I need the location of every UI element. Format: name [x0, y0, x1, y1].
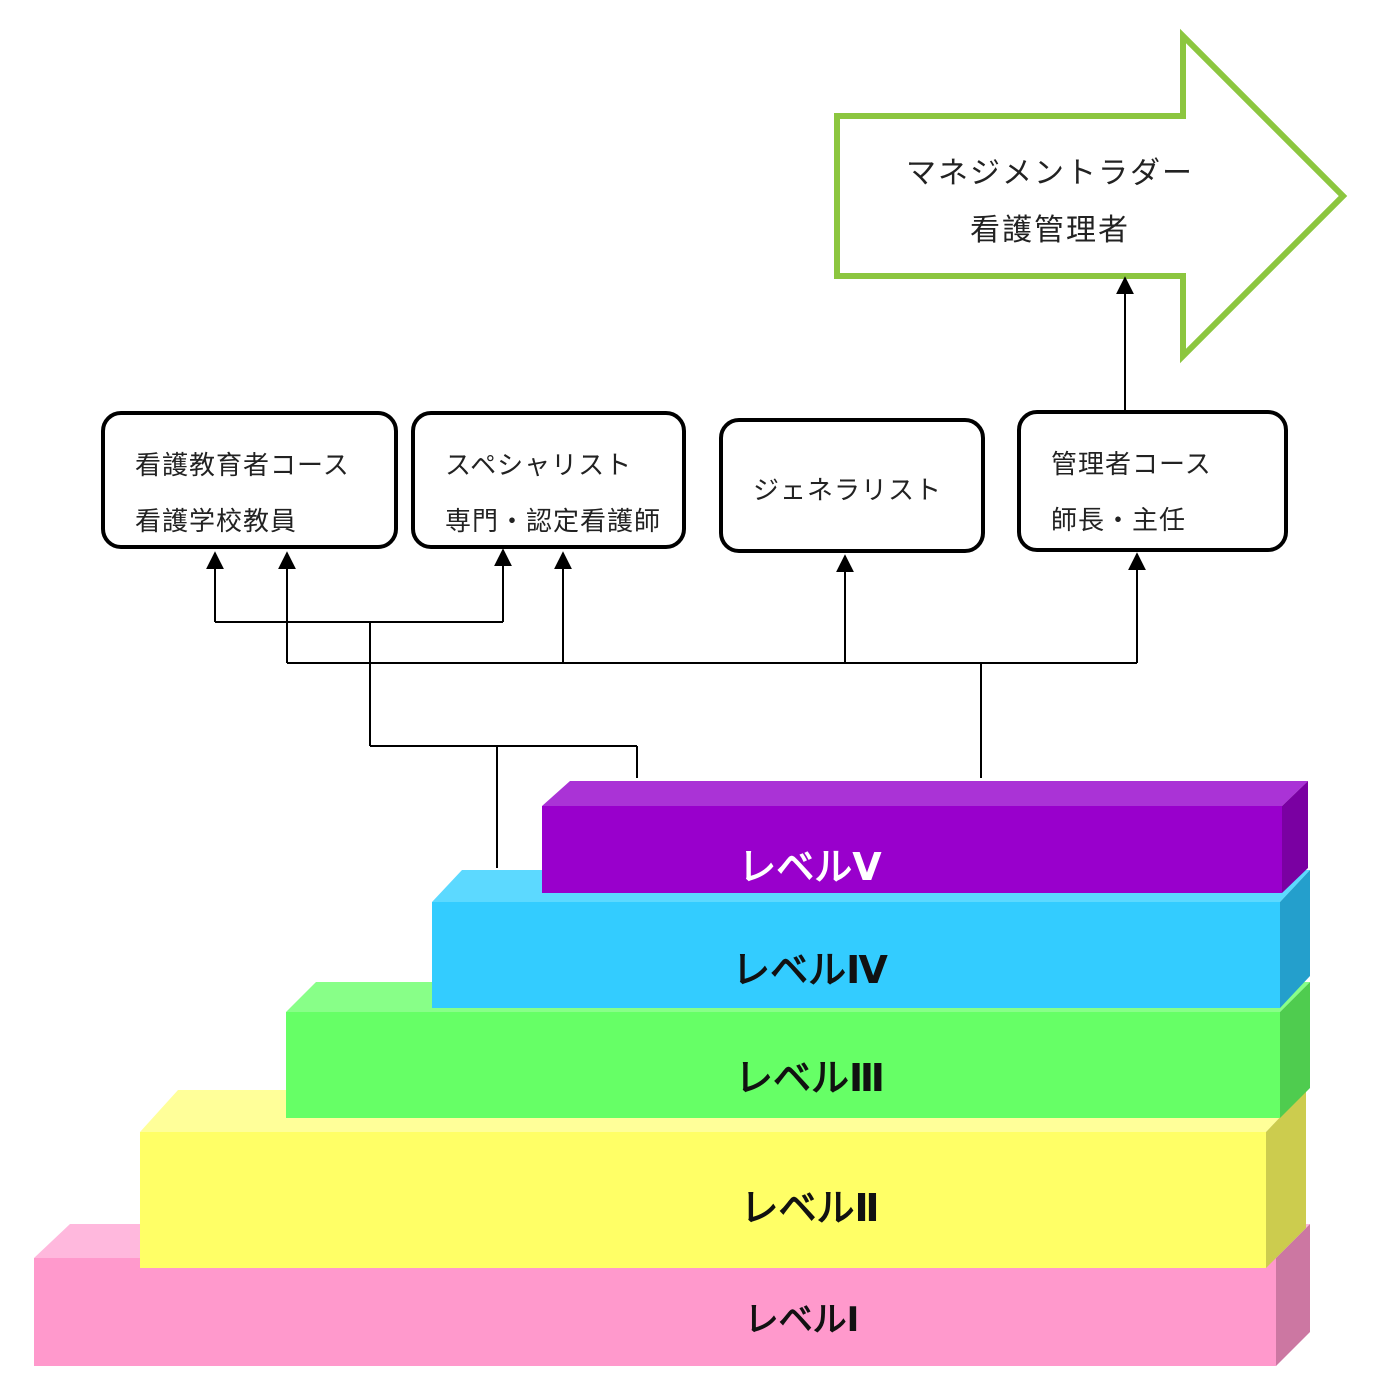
- management-ladder-title: マネジメントラダー: [906, 156, 1194, 191]
- connector-arrows: [206, 276, 1146, 663]
- level-2-label: レベルⅡ: [740, 1186, 880, 1230]
- level-5-label: レベルⅤ: [738, 845, 882, 889]
- generalist-box: ジェネラリスト: [719, 418, 985, 553]
- nurse-manager-label: 看護管理者: [970, 213, 1130, 248]
- certified-nurse-label: 専門・認定看護師: [445, 507, 662, 537]
- level-4-label: レベルⅣ: [732, 948, 888, 992]
- connector-lines: [215, 621, 1137, 868]
- nursing-school-teacher-label: 看護学校教員: [135, 507, 298, 537]
- specialist-label: スペシャリスト: [445, 451, 633, 481]
- nurse-educator-course-box: 看護教育者コース 看護学校教員: [101, 411, 398, 549]
- manager-course-box: 管理者コース 師長・主任: [1017, 410, 1288, 552]
- specialist-box: スペシャリスト 専門・認定看護師: [411, 411, 686, 549]
- manager-course-label: 管理者コース: [1051, 450, 1212, 480]
- level-5-step: [542, 781, 1308, 893]
- nurse-educator-course-label: 看護教育者コース: [135, 451, 350, 481]
- management-arrow-shape: [834, 28, 1348, 364]
- level-1-label: レベルⅠ: [744, 1300, 860, 1340]
- level-3-label: レベルⅢ: [735, 1056, 885, 1100]
- generalist-label: ジェネラリスト: [753, 476, 943, 506]
- head-nurse-chief-label: 師長・主任: [1051, 506, 1187, 536]
